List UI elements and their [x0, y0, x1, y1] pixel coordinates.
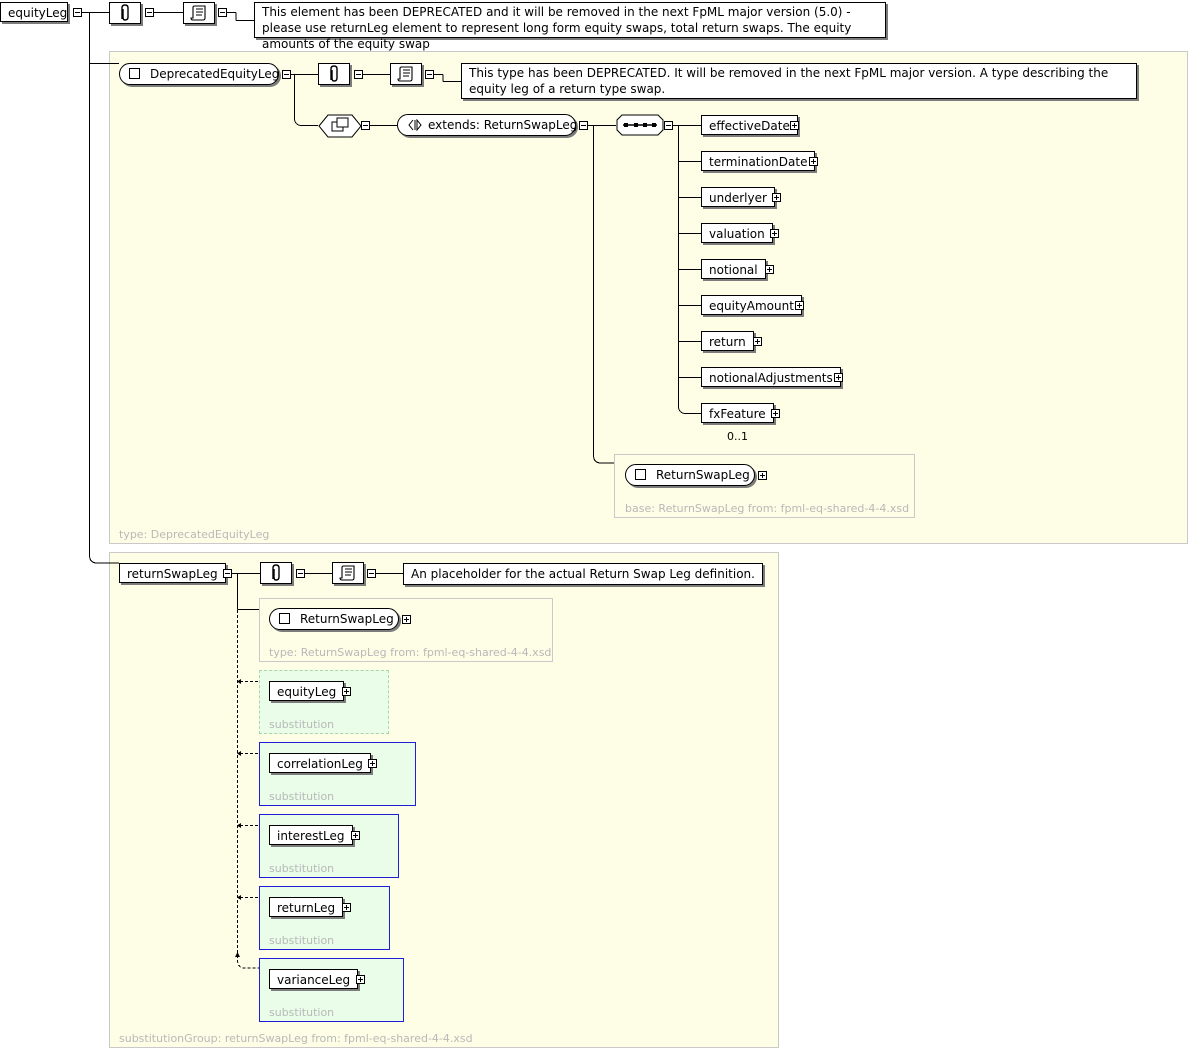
expand-toggle[interactable]: [342, 687, 351, 696]
element-notionaladjustments[interactable]: notionalAdjustments: [701, 367, 841, 387]
extension-arrows-icon[interactable]: [318, 114, 362, 138]
substitution-box-interestleg: [259, 814, 399, 878]
base-type-label: base: ReturnSwapLeg from: fpml-eq-shared…: [625, 502, 910, 515]
collapse-toggle[interactable]: [664, 121, 673, 130]
paperclip-icon: [330, 65, 338, 82]
element-equityleg[interactable]: equityLeg: [269, 681, 345, 701]
substitution-label: substitution: [269, 1006, 335, 1019]
complex-type-returnswapleg[interactable]: ReturnSwapLeg: [269, 608, 399, 630]
element-returnleg[interactable]: returnLeg: [269, 897, 344, 917]
expand-toggle[interactable]: [765, 265, 774, 274]
collapse-toggle[interactable]: [218, 8, 227, 17]
expand-toggle[interactable]: [834, 373, 843, 382]
annotation-icon-box[interactable]: [260, 562, 292, 584]
expand-toggle[interactable]: [402, 615, 411, 624]
collapse-toggle[interactable]: [282, 70, 291, 79]
extends-returnswapleg[interactable]: extends: ReturnSwapLeg: [397, 114, 578, 136]
complex-type-box-icon: [279, 613, 290, 624]
annotation-icon-box[interactable]: [318, 63, 350, 85]
collapse-toggle[interactable]: [145, 8, 154, 17]
scroll-icon: [339, 565, 355, 581]
expand-toggle[interactable]: [772, 193, 781, 202]
expand-toggle[interactable]: [368, 759, 377, 768]
root-element-equityleg[interactable]: equityLeg: [0, 2, 68, 22]
documentation-icon-box[interactable]: [332, 562, 364, 584]
cardinality-label: 0..1: [727, 430, 748, 443]
collapse-toggle[interactable]: [367, 569, 376, 578]
element-returnswapleg[interactable]: returnSwapLeg: [119, 563, 226, 583]
substitution-label: substitution: [269, 790, 335, 803]
documentation-icon-box[interactable]: [390, 63, 422, 85]
substitution-box-equityleg: [259, 670, 389, 734]
element-fxfeature[interactable]: fxFeature: [701, 403, 774, 423]
complex-type-box-icon: [129, 68, 140, 79]
substitution-label: substitution: [269, 934, 335, 947]
collapse-toggle[interactable]: [223, 569, 232, 578]
annotation-icon-box[interactable]: [109, 2, 141, 24]
element-varianceleg[interactable]: varianceLeg: [269, 969, 359, 989]
sequence-icon[interactable]: [616, 114, 664, 136]
paperclip-icon: [121, 4, 129, 21]
complex-type-name: ReturnSwapLeg: [656, 468, 750, 482]
expand-toggle[interactable]: [758, 471, 767, 480]
expand-toggle[interactable]: [770, 229, 779, 238]
collapse-toggle[interactable]: [296, 569, 305, 578]
root-documentation: This element has been DEPRECATED and it …: [254, 2, 886, 51]
element-return[interactable]: return: [701, 331, 754, 351]
element-terminationdate[interactable]: terminationDate: [701, 151, 816, 171]
substitution-box-correlationleg: [259, 742, 416, 806]
complex-type-returnswapleg[interactable]: ReturnSwapLeg: [625, 464, 755, 486]
documentation-icon-box[interactable]: [183, 2, 215, 24]
substitution-box-returnleg: [259, 886, 390, 950]
type-region-label: type: DeprecatedEquityLeg: [119, 528, 270, 541]
type-documentation: This type has been DEPRECATED. It will b…: [461, 63, 1137, 99]
scroll-icon: [190, 5, 206, 21]
return-swap-leg-type-label: type: ReturnSwapLeg from: fpml-eq-shared…: [269, 646, 552, 659]
extends-label: extends: ReturnSwapLeg: [428, 118, 578, 132]
expand-toggle[interactable]: [356, 975, 365, 984]
extension-arrows-icon: [408, 119, 422, 131]
substitution-label: substitution: [269, 718, 335, 731]
element-equityamount[interactable]: equityAmount: [701, 295, 802, 315]
collapse-toggle[interactable]: [73, 8, 82, 17]
complex-type-name: DeprecatedEquityLeg: [150, 67, 280, 81]
substitution-label: substitution: [269, 862, 335, 875]
complex-type-name: ReturnSwapLeg: [300, 612, 394, 626]
element-correlationleg[interactable]: correlationLeg: [269, 753, 371, 773]
collapse-toggle[interactable]: [579, 121, 588, 130]
element-underlyer[interactable]: underlyer: [701, 187, 775, 207]
scroll-icon: [397, 66, 413, 82]
expand-toggle[interactable]: [753, 337, 762, 346]
expand-toggle[interactable]: [795, 301, 804, 310]
collapse-toggle[interactable]: [361, 121, 370, 130]
element-effectivedate[interactable]: effectiveDate: [701, 115, 798, 135]
substitution-box-varianceleg: [259, 958, 404, 1022]
element-valuation[interactable]: valuation: [701, 223, 773, 243]
complex-type-box-icon: [635, 469, 646, 480]
element-interestleg[interactable]: interestLeg: [269, 825, 353, 845]
expand-toggle[interactable]: [790, 121, 799, 130]
expand-toggle[interactable]: [809, 157, 818, 166]
complex-type-deprecatedequityleg[interactable]: DeprecatedEquityLeg: [119, 63, 279, 85]
substitution-region-label: substitutionGroup: returnSwapLeg from: f…: [119, 1032, 473, 1045]
collapse-toggle[interactable]: [425, 70, 434, 79]
collapse-toggle[interactable]: [354, 70, 363, 79]
expand-toggle[interactable]: [771, 409, 780, 418]
paperclip-icon: [272, 564, 280, 581]
expand-toggle[interactable]: [342, 903, 351, 912]
expand-toggle[interactable]: [351, 831, 360, 840]
element-notional[interactable]: notional: [701, 259, 766, 279]
returnswapleg-documentation: An placeholder for the actual Return Swa…: [403, 563, 763, 585]
